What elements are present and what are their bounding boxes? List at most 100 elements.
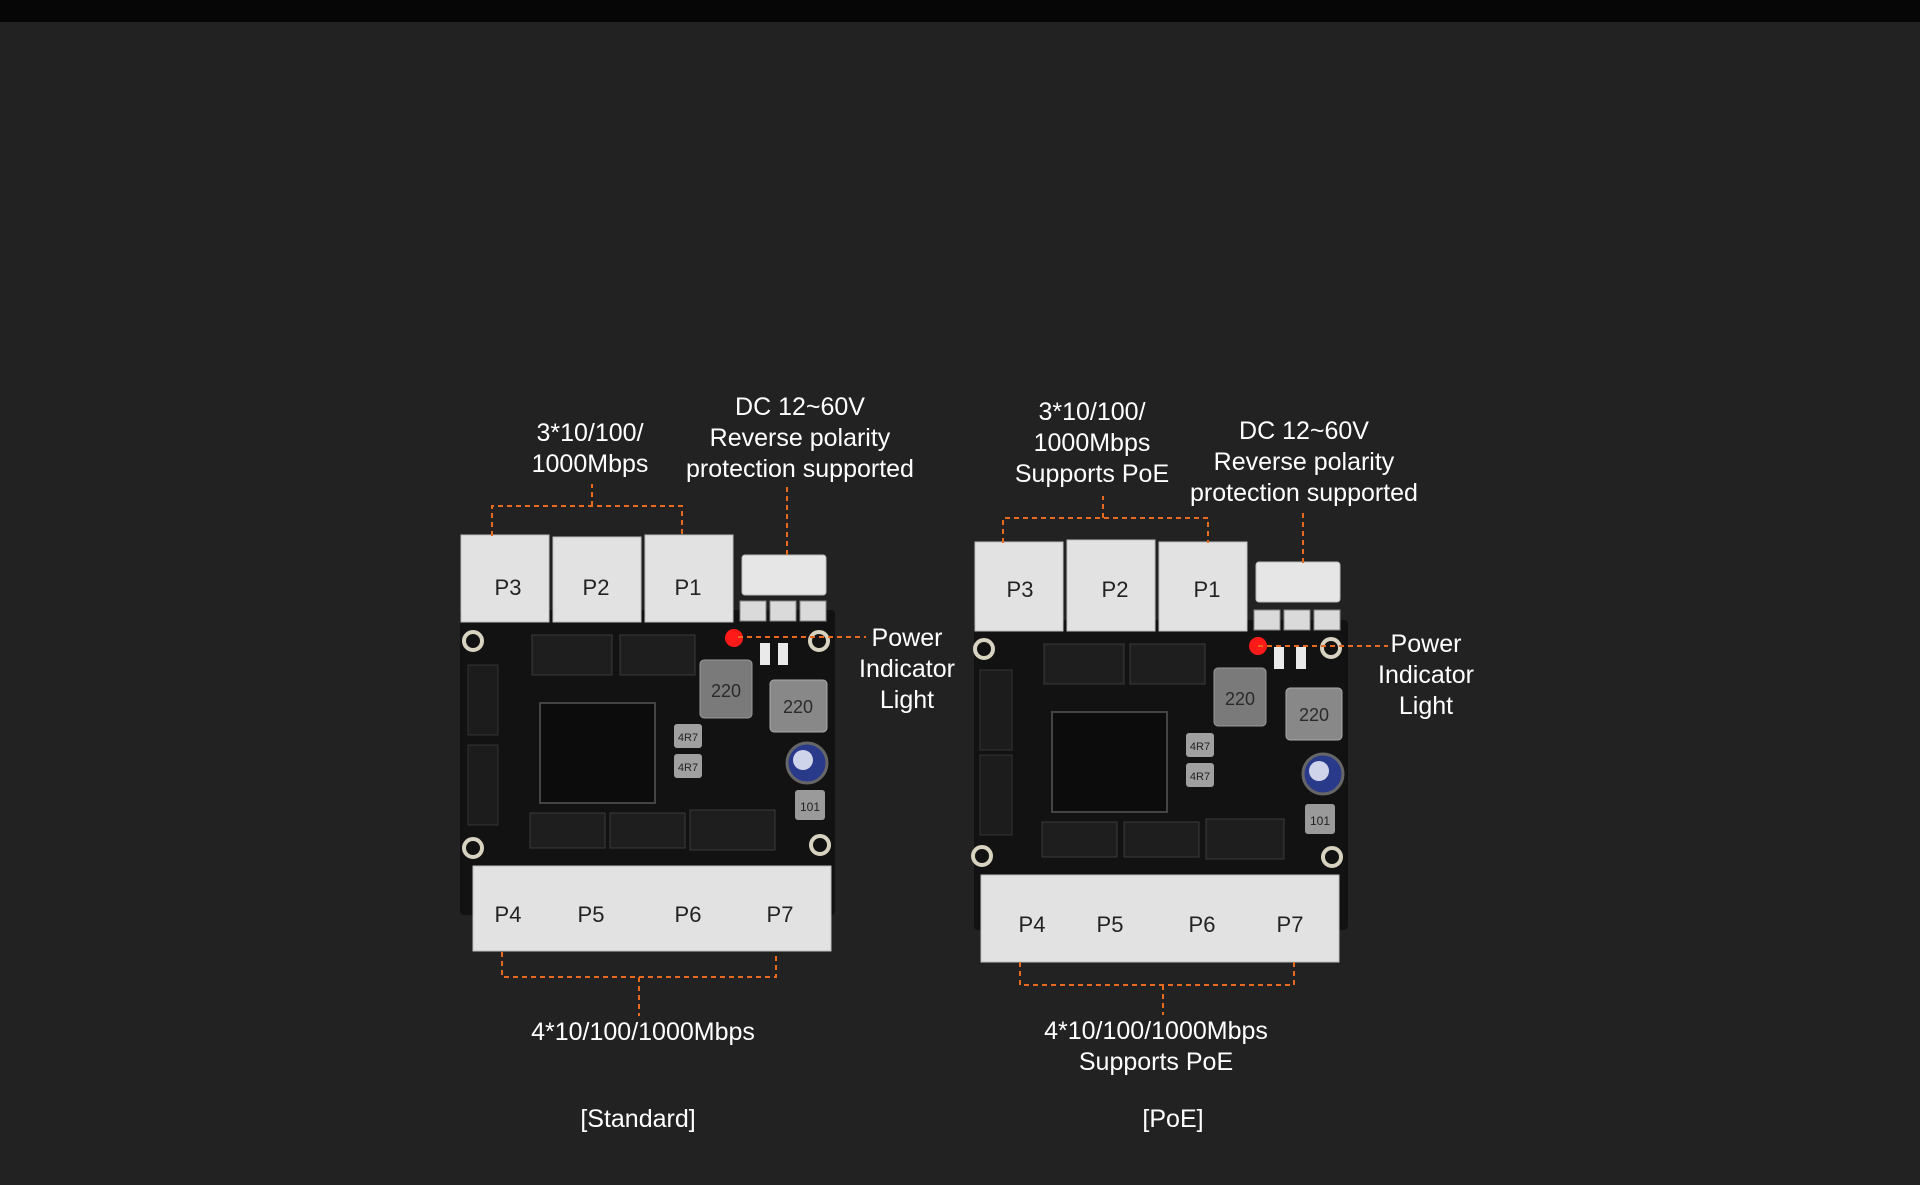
inductor-mark: 220: [1225, 689, 1255, 709]
bottom-ports: P4 P5 P6 P7: [472, 865, 832, 952]
port-label-p5: P5: [1097, 912, 1124, 937]
connector-pad: [769, 600, 797, 622]
chip: [1041, 821, 1118, 858]
port-label-p2: P2: [1102, 577, 1129, 602]
inductor-mark: 4R7: [678, 732, 698, 744]
capacitor-top: [793, 750, 813, 770]
standard-bottom-ports-label: 4*10/100/1000Mbps: [531, 1018, 755, 1046]
ethernet-port: [644, 534, 734, 623]
resistor: [1296, 647, 1306, 669]
standard-led-label: Power Indicator Light: [859, 624, 955, 714]
inductor: [1186, 763, 1214, 787]
chip: [619, 634, 696, 676]
mounting-hole: [973, 638, 995, 660]
side-chip: [467, 744, 499, 826]
inductor: [769, 679, 828, 733]
chip: [1043, 643, 1125, 685]
resistor: [1274, 647, 1284, 669]
inductor-mark: 4R7: [1190, 741, 1210, 753]
chip: [531, 634, 613, 676]
resistor: [760, 643, 770, 665]
chip: [1129, 643, 1206, 685]
top-ports: P3 P2 P1: [974, 539, 1248, 632]
caption-poe: [PoE]: [1142, 1105, 1204, 1133]
leader-bottom-ports: [1019, 962, 1295, 986]
port-label-p2: P2: [583, 575, 610, 600]
poe-power-label: DC 12~60V Reverse polarity protection su…: [1190, 417, 1418, 507]
mounting-hole: [971, 845, 993, 867]
mounting-hole: [808, 630, 830, 652]
power-connector: [741, 554, 827, 596]
standard-top-ports-label: 3*10/100/ 1000Mbps: [531, 419, 649, 478]
port-label-p4: P4: [495, 902, 522, 927]
connector-pad: [799, 600, 827, 622]
main-chip: [1051, 711, 1168, 813]
port-label-p7: P7: [767, 902, 794, 927]
port-label-p6: P6: [1189, 912, 1216, 937]
chip: [1205, 818, 1285, 860]
chip: [609, 812, 686, 849]
connector-pad: [739, 600, 767, 622]
poe-bottom-ports-label: 4*10/100/1000Mbps Supports PoE: [1044, 1017, 1268, 1076]
caption-standard: [Standard]: [580, 1105, 696, 1133]
side-chip: [979, 669, 1013, 751]
leader-top-ports: [491, 505, 683, 536]
standard-power-label: DC 12~60V Reverse polarity protection su…: [686, 393, 914, 483]
ethernet-port: [1158, 541, 1248, 632]
inductor-mark: 4R7: [1190, 771, 1210, 783]
inductor-mark: 220: [711, 681, 741, 701]
leader-lines-poe: [1002, 496, 1388, 1015]
chip: [689, 809, 776, 851]
port-label-p6: P6: [675, 902, 702, 927]
ethernet-port-block: [980, 874, 1340, 963]
port-label-p1: P1: [1194, 577, 1221, 602]
mounting-hole: [1321, 846, 1343, 868]
poe-led-label: Power Indicator Light: [1378, 630, 1474, 720]
inductor: [1213, 667, 1267, 727]
inductor: [674, 754, 702, 778]
inductor-mark: 4R7: [678, 762, 698, 774]
ethernet-port-block: [472, 865, 832, 952]
ethernet-port: [1066, 539, 1156, 632]
board-poe: 220 220 4R7 4R7 101 P3 P2 P1 P4 P5 P6: [971, 539, 1348, 963]
main-chip: [539, 702, 656, 804]
inductor-mark: 220: [783, 697, 813, 717]
power-led: [725, 629, 743, 647]
mounting-hole: [462, 630, 484, 652]
port-label-p1: P1: [675, 575, 702, 600]
port-label-p4: P4: [1019, 912, 1046, 937]
ethernet-port: [974, 541, 1064, 632]
inductor: [674, 724, 702, 748]
inductor: [1305, 804, 1335, 834]
connector-pad: [1283, 609, 1311, 631]
port-label-p3: P3: [1007, 577, 1034, 602]
inductor: [699, 659, 753, 719]
inductor: [1285, 687, 1343, 741]
ethernet-port: [460, 534, 550, 623]
capacitor-top: [1309, 761, 1329, 781]
chip: [529, 812, 606, 849]
port-label-p5: P5: [578, 902, 605, 927]
bottom-ports: P4 P5 P6 P7: [980, 874, 1340, 963]
top-bar: [0, 0, 1920, 22]
connector-pad: [1313, 609, 1341, 631]
port-label-p3: P3: [495, 575, 522, 600]
inductor-mark: 101: [800, 800, 820, 814]
leader-lines-standard: [491, 484, 866, 1016]
inductor-mark: 101: [1310, 814, 1330, 828]
mounting-hole: [1320, 637, 1342, 659]
connector-pad: [1253, 609, 1281, 631]
port-label-p7: P7: [1277, 912, 1304, 937]
ethernet-port: [552, 536, 642, 623]
side-chip: [467, 664, 499, 736]
leader-top-ports: [1002, 517, 1209, 543]
side-chip: [979, 754, 1013, 836]
power-connector: [1255, 561, 1341, 603]
top-ports: P3 P2 P1: [460, 534, 734, 623]
leader-bottom-ports: [501, 952, 777, 978]
inductor: [795, 790, 825, 820]
mounting-hole: [809, 834, 831, 856]
board-standard: 220 220 4R7 4R7 101 P3 P2 P1: [460, 534, 835, 952]
inductor: [1186, 733, 1214, 757]
